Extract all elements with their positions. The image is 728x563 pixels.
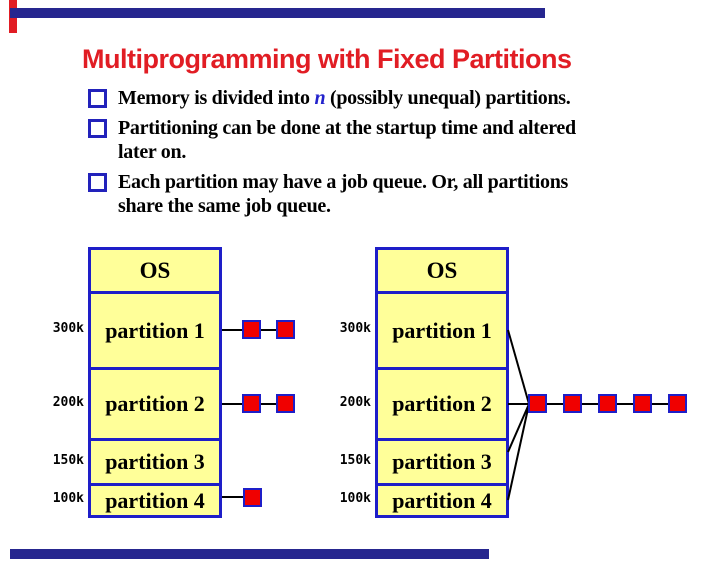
template-top-bar: [10, 8, 545, 18]
partition-2-row: partition 2: [378, 370, 506, 441]
page-title: Multiprogramming with Fixed Partitions: [82, 44, 572, 74]
bullet-text-line: Each partition may have a job queue. Or,…: [118, 171, 569, 193]
bullet-square-icon: [88, 173, 107, 192]
bullet-text-line: later on.: [118, 141, 187, 163]
bullet-list: Memory is divided into n (possibly unequ…: [88, 86, 668, 224]
job-square: [563, 394, 582, 413]
partition-4-row: partition 4: [392, 487, 492, 513]
job-square: [242, 394, 261, 413]
bullet-square-icon: [88, 89, 107, 108]
os-row: OS: [378, 250, 506, 294]
partition-3-row: partition 3: [378, 441, 506, 486]
bullet-square-icon: [88, 119, 107, 138]
bullet-text: Memory is divided into n (possibly unequ…: [118, 86, 571, 110]
job-square: [598, 394, 617, 413]
job-square: [633, 394, 652, 413]
partition-2-row: partition 2: [91, 370, 219, 441]
size-label-200k: 200k: [52, 395, 84, 410]
partition-3-row: partition 3: [91, 441, 219, 486]
job-square: [243, 488, 262, 507]
size-label-150k: 150k: [339, 453, 371, 468]
bullet-text-line: share the same job queue.: [118, 195, 331, 217]
partition-1-row: partition 1: [378, 294, 506, 370]
size-label-300k: 300k: [52, 321, 84, 336]
variable-n: n: [314, 87, 326, 109]
partition-1-row: partition 1: [91, 294, 219, 370]
size-label-300k: 300k: [339, 321, 371, 336]
bullet-text-pre: Memory is divided into: [118, 87, 315, 109]
job-square: [242, 320, 261, 339]
template-bottom-bar: [10, 549, 489, 559]
bullet-item-job-queue: Each partition may have a job queue. Or,…: [88, 170, 668, 218]
bullet-text-post: (possibly unequal) partitions.: [325, 87, 571, 109]
memory-diagram-right: OS partition 1 partition 2 partition 3 p…: [375, 247, 509, 518]
job-square: [528, 394, 547, 413]
job-square: [668, 394, 687, 413]
size-label-200k: 200k: [339, 395, 371, 410]
partition-4-row: partition 4: [105, 487, 205, 513]
size-label-100k: 100k: [339, 491, 371, 506]
bullet-item-memory: Memory is divided into n (possibly unequ…: [88, 86, 668, 110]
job-square: [276, 394, 295, 413]
size-label-100k: 100k: [52, 491, 84, 506]
memory-diagram-left: OS partition 1 partition 2 partition 3 p…: [88, 247, 222, 518]
bullet-text-line: Partitioning can be done at the startup …: [118, 117, 576, 139]
size-label-150k: 150k: [52, 453, 84, 468]
bullet-item-partitioning: Partitioning can be done at the startup …: [88, 116, 668, 164]
job-square: [276, 320, 295, 339]
os-row: OS: [91, 250, 219, 294]
